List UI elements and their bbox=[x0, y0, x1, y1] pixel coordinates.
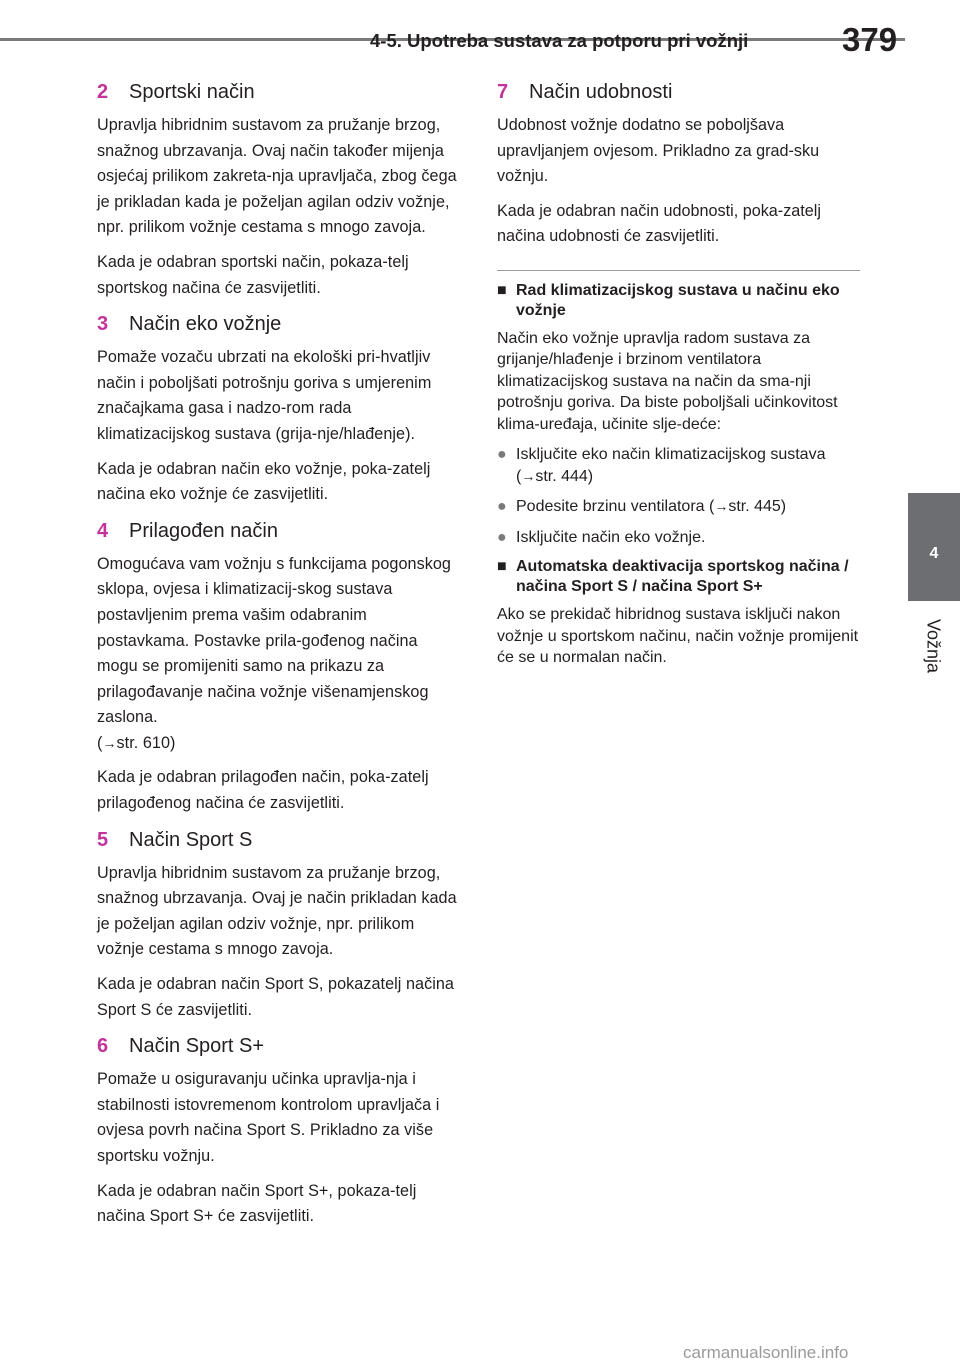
section-heading: 5 Način Sport S bbox=[97, 826, 462, 854]
section-number: 6 bbox=[97, 1035, 109, 1058]
section-heading: 6 Način Sport S+ bbox=[97, 1032, 462, 1060]
bullet-text: Podesite brzinu ventilatora (→str. 445) bbox=[516, 498, 787, 516]
paragraph: Kada je odabran način Sport S+, pokaza-t… bbox=[97, 1181, 417, 1226]
page-reference[interactable]: (→str. 610) bbox=[97, 733, 176, 752]
page-number: 379 bbox=[842, 21, 898, 58]
right-column: 7 Način udobnosti Udobnost vožnje dodatn… bbox=[497, 78, 862, 678]
arrow-right-icon: → bbox=[521, 467, 536, 484]
circle-bullet-icon: ● bbox=[497, 498, 507, 516]
section-heading: 3 Način eko vožnje bbox=[97, 310, 462, 338]
bullet-item: ● Podesite brzinu ventilatora (→str. 445… bbox=[497, 496, 862, 518]
note-title: Automatska deaktivacija sportskog načina… bbox=[516, 558, 849, 596]
paragraph: Upravlja hibridnim sustavom za pružanje … bbox=[97, 863, 457, 959]
section-title: Način Sport S bbox=[129, 828, 253, 851]
section-heading: 2 Sportski način bbox=[97, 78, 462, 106]
divider bbox=[497, 269, 860, 271]
section-title: Prilagođen način bbox=[129, 519, 278, 542]
note-heading: ■ Rad klimatizacijskog sustava u načinu … bbox=[497, 281, 862, 321]
watermark: carmanualsonline.info bbox=[683, 1343, 849, 1362]
paragraph: Pomaže u osiguravanju učinka upravlja-nj… bbox=[97, 1070, 440, 1165]
circle-bullet-icon: ● bbox=[497, 446, 507, 464]
note-text: Način eko vožnje upravlja radom sustava … bbox=[497, 329, 838, 433]
header-rule bbox=[0, 38, 905, 41]
chapter-title: 4-5. Upotreba sustava za potporu pri vož… bbox=[370, 30, 749, 51]
paragraph: Kada je odabran sportski način, pokaza-t… bbox=[97, 252, 409, 297]
section-title: Način eko vožnje bbox=[129, 313, 282, 336]
section-number: 7 bbox=[497, 81, 509, 103]
circle-bullet-icon: ● bbox=[497, 528, 507, 546]
section-sport-mode: 2 Sportski način Upravlja hibridnim sust… bbox=[97, 78, 462, 301]
bullet-text: Isključite eko način klimatizacijskog su… bbox=[516, 446, 826, 485]
section-number: 2 bbox=[97, 81, 109, 103]
page-header: 4-5. Upotreba sustava za potporu pri vož… bbox=[0, 0, 960, 62]
square-bullet-icon: ■ bbox=[497, 281, 507, 299]
section-heading: 4 Prilagođen način bbox=[97, 517, 462, 545]
page-reference[interactable]: →str. 444) bbox=[521, 467, 594, 485]
note-heading: ■ Automatska deaktivacija sportskog nači… bbox=[497, 557, 862, 597]
left-column: 2 Sportski način Upravlja hibridnim sust… bbox=[97, 78, 462, 1239]
section-sport-s-mode: 5 Način Sport S Upravlja hibridnim susta… bbox=[97, 826, 462, 1024]
bullet-text: Isključite način eko vožnje. bbox=[516, 528, 706, 546]
section-sport-s-plus-mode: 6 Način Sport S+ Pomaže u osiguravanju u… bbox=[97, 1032, 462, 1230]
chapter-section-label: Vožnja bbox=[911, 606, 955, 686]
section-custom-mode: 4 Prilagođen način Omogućava vam vožnju … bbox=[97, 517, 462, 817]
chapter-tab-number: 4 bbox=[929, 545, 939, 562]
paragraph: Udobnost vožnje dodatno se poboljšava up… bbox=[497, 116, 820, 186]
chapter-section-text: Vožnja bbox=[923, 618, 944, 674]
paragraph: Kada je odabran prilagođen način, poka-z… bbox=[97, 768, 429, 813]
paragraph: Kada je odabran način eko vožnje, poka-z… bbox=[97, 459, 431, 504]
section-number: 3 bbox=[97, 313, 109, 336]
section-eco-mode: 3 Način eko vožnje Pomaže vozaču ubrzati… bbox=[97, 310, 462, 508]
paragraph: Kada je odabran način Sport S, pokazatel… bbox=[97, 975, 454, 1019]
note-climate: ■ Rad klimatizacijskog sustava u načinu … bbox=[497, 281, 862, 549]
note-auto-deactivation: ■ Automatska deaktivacija sportskog nači… bbox=[497, 557, 862, 669]
section-title: Način udobnosti bbox=[529, 81, 673, 103]
bullet-item: ● Isključite eko način klimatizacijskog … bbox=[497, 444, 862, 487]
square-bullet-icon: ■ bbox=[497, 558, 507, 576]
paragraph: Omogućava vam vožnju s funkcijama pogons… bbox=[97, 552, 462, 757]
section-title: Sportski način bbox=[129, 81, 255, 103]
arrow-right-icon: → bbox=[102, 734, 117, 751]
section-comfort-mode: 7 Način udobnosti Udobnost vožnje dodatn… bbox=[497, 78, 862, 250]
section-number: 5 bbox=[97, 828, 109, 851]
bullet-item: ● Isključite način eko vožnje. bbox=[497, 527, 862, 549]
paragraph: Kada je odabran način udobnosti, poka-za… bbox=[497, 201, 821, 246]
section-number: 4 bbox=[97, 519, 109, 542]
arrow-right-icon: → bbox=[714, 498, 729, 515]
section-title: Način Sport S+ bbox=[129, 1035, 265, 1058]
page-reference[interactable]: →str. 445) bbox=[714, 498, 787, 516]
paragraph: Upravlja hibridnim sustavom za pružanje … bbox=[97, 116, 457, 237]
chapter-tab: 4 bbox=[908, 493, 960, 601]
paragraph: Pomaže vozaču ubrzati na ekološki pri-hv… bbox=[97, 348, 432, 443]
note-text: Ako se prekidač hibridnog sustava isklju… bbox=[497, 606, 859, 667]
paragraph-text: Omogućava vam vožnju s funkcijama pogons… bbox=[97, 554, 451, 727]
section-heading: 7 Način udobnosti bbox=[497, 78, 862, 106]
note-title: Rad klimatizacijskog sustava u načinu ek… bbox=[516, 281, 840, 319]
